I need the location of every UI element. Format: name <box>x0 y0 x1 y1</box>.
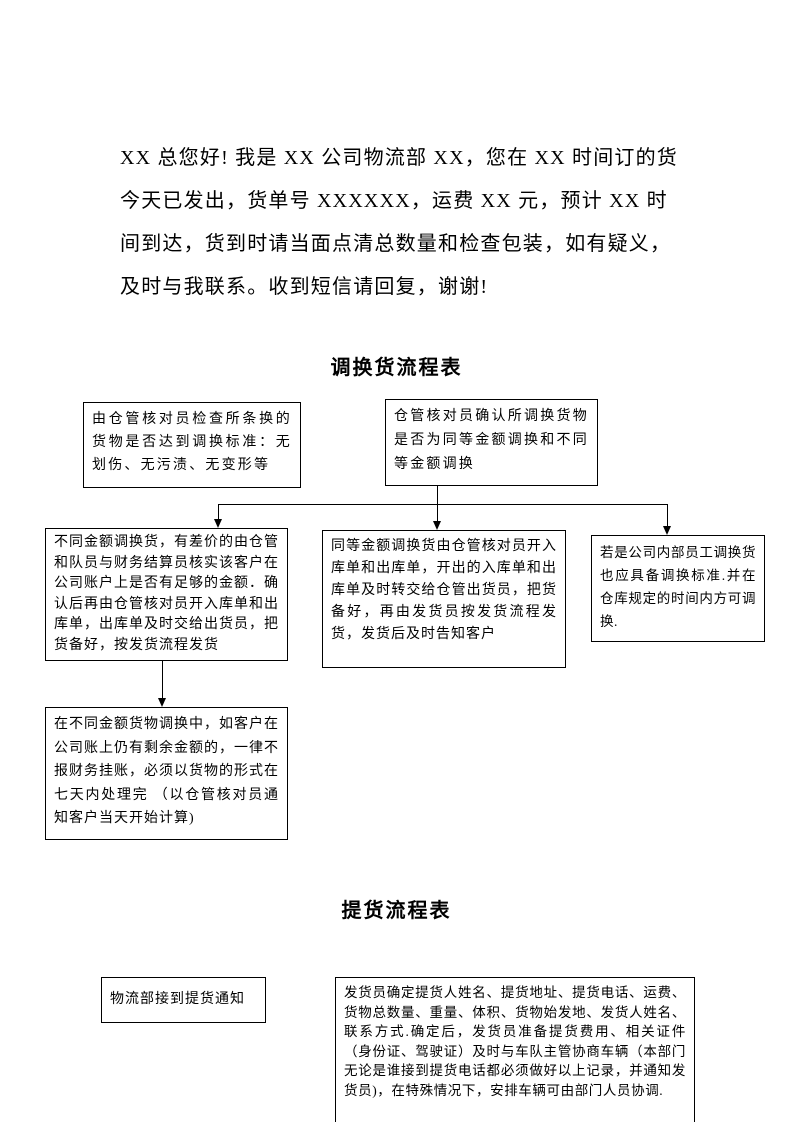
flow1-box-confirm-type: 仓管核对员确认所调换货物是否为同等金额调换和不同等金额调换 <box>385 399 598 486</box>
sms-paragraph: XX 总您好! 我是 XX 公司物流部 XX，您在 XX 时间订的货 今天已发出… <box>120 137 695 309</box>
flow1-connector-right <box>667 504 668 526</box>
flow1-box-remaining-balance: 在不同金额货物调换中，如客户在公司账上仍有剩余金额的，一律不报财务挂账，必须以货… <box>45 707 288 840</box>
sms-line-2: 今天已发出，货单号 XXXXXX，运费 XX 元，预计 XX 时 <box>120 190 668 212</box>
flow1-connector-balance <box>162 661 163 698</box>
flow1-connector-horizontal <box>218 504 668 505</box>
flow1-connector-stem <box>437 486 438 504</box>
arrow-down-icon <box>662 526 671 535</box>
sms-line-1: XX 总您好! 我是 XX 公司物流部 XX，您在 XX 时间订的货 <box>120 147 679 169</box>
section1-title: 调换货流程表 <box>330 357 463 379</box>
arrow-down-icon <box>157 698 166 707</box>
section2-title: 提货流程表 <box>341 900 452 922</box>
sms-line-4: 及时与我联系。收到短信请回复，谢谢! <box>120 276 489 298</box>
flow1-box-check-standard: 由仓管核对员检查所条换的货物是否达到调换标准：无划伤、无污渍、无变形等 <box>83 402 301 488</box>
flow1-box-equal-amount: 同等金额调换货由仓管核对员开入库单和出库单，开出的入库单和出库单及时转交给仓管出… <box>322 530 566 668</box>
flow1-connector-left <box>218 504 219 519</box>
flow1-connector-middle <box>437 504 438 521</box>
flow1-box-internal-staff: 若是公司内部员工调换货也应具备调换标准.并在仓库规定的时间内方可调换. <box>591 535 765 642</box>
sms-line-3: 间到达，货到时请当面点清总数量和检查包装，如有疑义， <box>120 233 672 255</box>
flow1-box-different-amount: 不同金额调换货，有差价的由仓管和队员与财务结算员核实该客户在公司账户上是否有足够… <box>45 528 288 661</box>
flow2-box-shipper-confirm: 发货员确定提货人姓名、提货地址、提货电话、运费、货物总数量、重量、体积、货物始发… <box>335 977 695 1122</box>
arrow-down-icon <box>432 521 441 530</box>
arrow-down-icon <box>213 519 222 528</box>
flow2-box-pickup-notice: 物流部接到提货通知 <box>101 977 266 1023</box>
